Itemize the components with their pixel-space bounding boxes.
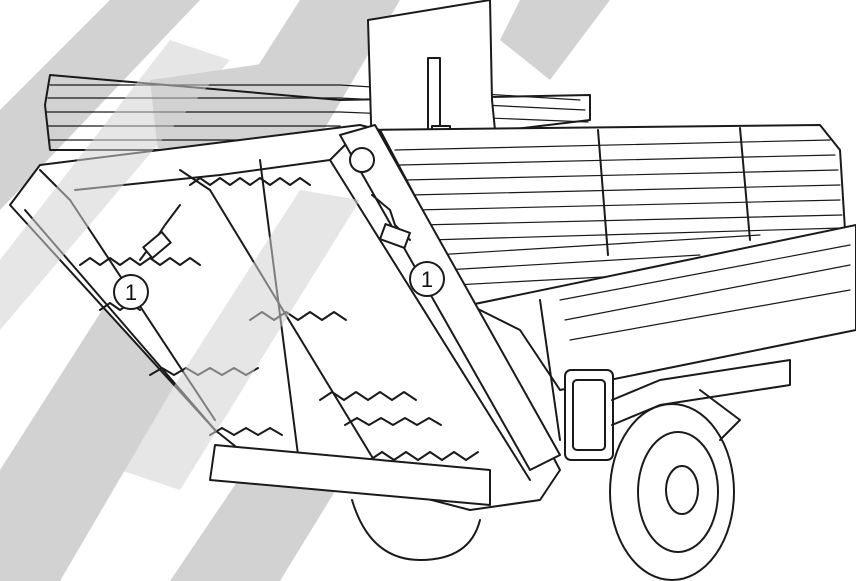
chassis-frame bbox=[611, 359, 791, 426]
callout-left: 1 bbox=[113, 274, 149, 310]
wheel bbox=[609, 403, 735, 581]
spring-right-block bbox=[379, 223, 411, 249]
callout-right-circle bbox=[409, 261, 445, 297]
wheel-hub bbox=[665, 465, 699, 515]
watermark-stripe bbox=[120, 190, 360, 490]
callout-right-label: 1 bbox=[421, 267, 433, 292]
watermark-overlay bbox=[0, 40, 360, 490]
bed-sidewall bbox=[469, 224, 856, 391]
callout-left-circle bbox=[113, 274, 149, 310]
frame-pivot bbox=[349, 147, 375, 173]
left-wheel-arc bbox=[351, 499, 481, 561]
cargo-bed bbox=[359, 124, 846, 306]
callout-right: 1 bbox=[409, 261, 445, 297]
bumper-plate bbox=[209, 444, 491, 506]
wheel-rim bbox=[637, 431, 719, 553]
tail-lamp bbox=[564, 369, 614, 461]
axle-bracket bbox=[699, 389, 741, 441]
spring-left-block bbox=[142, 230, 172, 260]
watermark-stripe bbox=[0, 40, 230, 330]
wheel-tire bbox=[609, 403, 735, 581]
watermark-stripe bbox=[0, 0, 200, 210]
tail-lamp-lens bbox=[572, 379, 606, 451]
right-frame-post bbox=[339, 124, 561, 471]
watermark-stripe bbox=[500, 0, 610, 80]
callout-left-label: 1 bbox=[125, 280, 137, 305]
